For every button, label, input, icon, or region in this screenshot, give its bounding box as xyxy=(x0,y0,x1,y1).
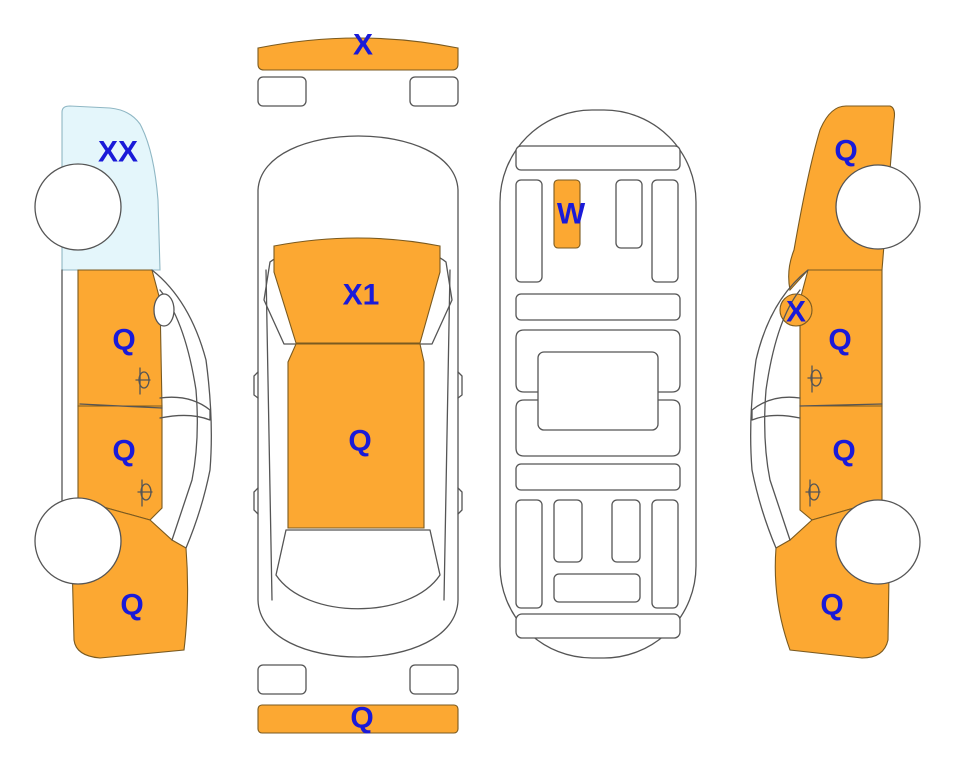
right-mirror-code: X xyxy=(786,296,806,329)
left-front-door-code: Q xyxy=(112,435,135,468)
car-right-side-view xyxy=(750,105,921,659)
left-rear-wheel xyxy=(34,163,122,251)
underbody-rear-box-right xyxy=(611,499,641,563)
right-rear-door-handle-icon xyxy=(807,365,823,393)
right-front-door-code: Q xyxy=(832,435,855,468)
left-front-door-handle-icon xyxy=(137,479,153,507)
left-door-divider xyxy=(79,403,163,409)
right-mirror-line xyxy=(751,396,801,421)
underbody-cross-bar-1 xyxy=(515,293,681,321)
right-mirror-panel[interactable] xyxy=(779,293,813,327)
hood-panel[interactable] xyxy=(273,237,441,344)
hood-code: X1 xyxy=(343,279,380,312)
car-top-view xyxy=(253,37,463,734)
damage-labels: X X1 Q Q W XX Q Q Q Q X Q Q Q xyxy=(98,29,858,735)
left-side-outline xyxy=(151,269,212,549)
right-front-fender-code: Q xyxy=(820,589,843,622)
underbody-rear-bar xyxy=(553,573,641,603)
rear-window-outline xyxy=(275,529,441,610)
underbody-center-tunnel xyxy=(537,351,659,431)
right-rear-door-code: Q xyxy=(828,324,851,357)
right-pillar-line xyxy=(443,269,451,601)
underbody-cross-bar-2 xyxy=(515,463,681,491)
front-right-light xyxy=(409,76,459,107)
front-left-light xyxy=(257,76,307,107)
underbody-front-bar xyxy=(515,145,681,171)
left-mirror-line xyxy=(159,396,211,421)
left-rear-glass-code: XX xyxy=(98,136,138,169)
trunk-interior-panel[interactable] xyxy=(553,179,581,249)
right-front-wheel xyxy=(835,499,921,585)
right-door-divider xyxy=(799,403,883,407)
left-pillar-line xyxy=(265,269,273,601)
left-front-wheel xyxy=(34,497,122,585)
car-underbody-view xyxy=(499,109,697,659)
underbody-right-rear-rail xyxy=(651,499,679,609)
left-side-mirror xyxy=(153,293,175,327)
trunk-interior-code: W xyxy=(557,198,586,231)
rear-left-light xyxy=(257,664,307,695)
left-rear-door-handle-icon xyxy=(135,367,151,395)
left-side-stub xyxy=(253,487,259,515)
right-window-line xyxy=(764,289,801,541)
right-rear-wheel xyxy=(835,164,921,250)
underbody-left-front-rail xyxy=(515,179,543,283)
front-bumper-panel[interactable] xyxy=(257,37,459,71)
right-front-door-handle-icon xyxy=(805,479,821,507)
underbody-center-box xyxy=(615,179,643,249)
front-bumper-code: X xyxy=(353,29,373,62)
car-left-side-view xyxy=(34,105,212,659)
rear-bumper-panel[interactable] xyxy=(257,704,459,734)
rear-right-light xyxy=(409,664,459,695)
left-mirror-stub xyxy=(253,371,259,399)
right-side-outline xyxy=(750,269,809,549)
right-mirror-stub xyxy=(457,371,463,399)
left-rear-door-panel[interactable] xyxy=(77,269,163,407)
underbody-rear-end-bar xyxy=(515,613,681,639)
left-rear-door-code: Q xyxy=(112,324,135,357)
right-rear-quarter-code: Q xyxy=(834,135,857,168)
right-side-stub xyxy=(457,487,463,515)
roof-panel[interactable] xyxy=(287,343,425,529)
underbody-rear-box-left xyxy=(553,499,583,563)
roof-code: Q xyxy=(348,425,371,458)
underbody-right-front-rail xyxy=(651,179,679,283)
underbody-left-rear-rail xyxy=(515,499,543,609)
left-front-fender-code: Q xyxy=(120,589,143,622)
rear-bumper-code: Q xyxy=(350,702,373,735)
